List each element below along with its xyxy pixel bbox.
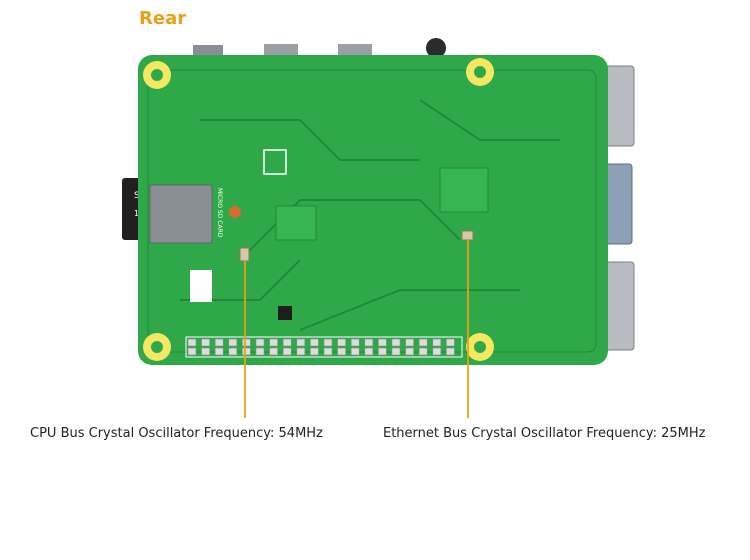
gpio-pin: [201, 347, 210, 356]
cpu-oscillator-caption: CPU Bus Crystal Oscillator Frequency: 54…: [30, 426, 323, 441]
svg-text:S: S: [134, 191, 140, 201]
gpio-pin: [405, 347, 414, 356]
gpio-pin: [364, 347, 374, 356]
gpio-pin: [242, 347, 251, 356]
gpio-pin: [418, 338, 428, 347]
gpio-pin: [391, 347, 401, 356]
chips: [190, 149, 489, 320]
gpio-pin: [446, 338, 455, 347]
gpio-pin: [282, 338, 292, 347]
view-heading: Rear: [139, 8, 187, 29]
gpio-pin: [364, 338, 374, 347]
sd-slot-label: MICRO SD CARD: [216, 188, 223, 238]
gpio-pin: [214, 347, 224, 356]
gpio-pin: [187, 347, 197, 356]
gpio-pin: [228, 338, 238, 347]
gpio-pin: [228, 347, 238, 356]
gpio-pin: [296, 347, 306, 356]
ethernet-oscillator-caption: Ethernet Bus Crystal Oscillator Frequenc…: [383, 426, 706, 441]
gpio-pin: [201, 338, 210, 347]
gpio-pin: [255, 347, 265, 356]
gpio-pin: [432, 338, 442, 347]
cpu-crystal-oscillator: [239, 247, 250, 262]
gpio-pin: [378, 338, 387, 347]
gpio-pin: [282, 347, 292, 356]
ethernet-crystal-oscillator: [461, 230, 474, 241]
gpio-pin: [296, 338, 306, 347]
top-connectors: [193, 38, 446, 58]
gpio-pin: [432, 347, 442, 356]
gpio-pin: [446, 347, 455, 356]
gpio-header: [185, 336, 463, 358]
gpio-pin: [405, 338, 414, 347]
gpio-pin: [418, 347, 428, 356]
gpio-pin: [255, 338, 265, 347]
gpio-pin: [187, 338, 197, 347]
gpio-pin: [337, 347, 346, 356]
gpio-pin: [269, 338, 278, 347]
gpio-pin: [350, 338, 360, 347]
gpio-pin: [269, 347, 278, 356]
circuit-board: [138, 55, 608, 365]
gpio-pin: [214, 338, 224, 347]
gpio-pin: [378, 347, 387, 356]
gpio-pin: [337, 338, 346, 347]
gpio-pin: [323, 347, 333, 356]
gpio-pin: [350, 347, 360, 356]
gpio-pin: [310, 338, 319, 347]
gpio-pin: [310, 347, 319, 356]
mounting-holes: [143, 58, 494, 361]
gpio-pin: [242, 338, 251, 347]
gpio-pin: [323, 338, 333, 347]
gpio-pin: [391, 338, 401, 347]
